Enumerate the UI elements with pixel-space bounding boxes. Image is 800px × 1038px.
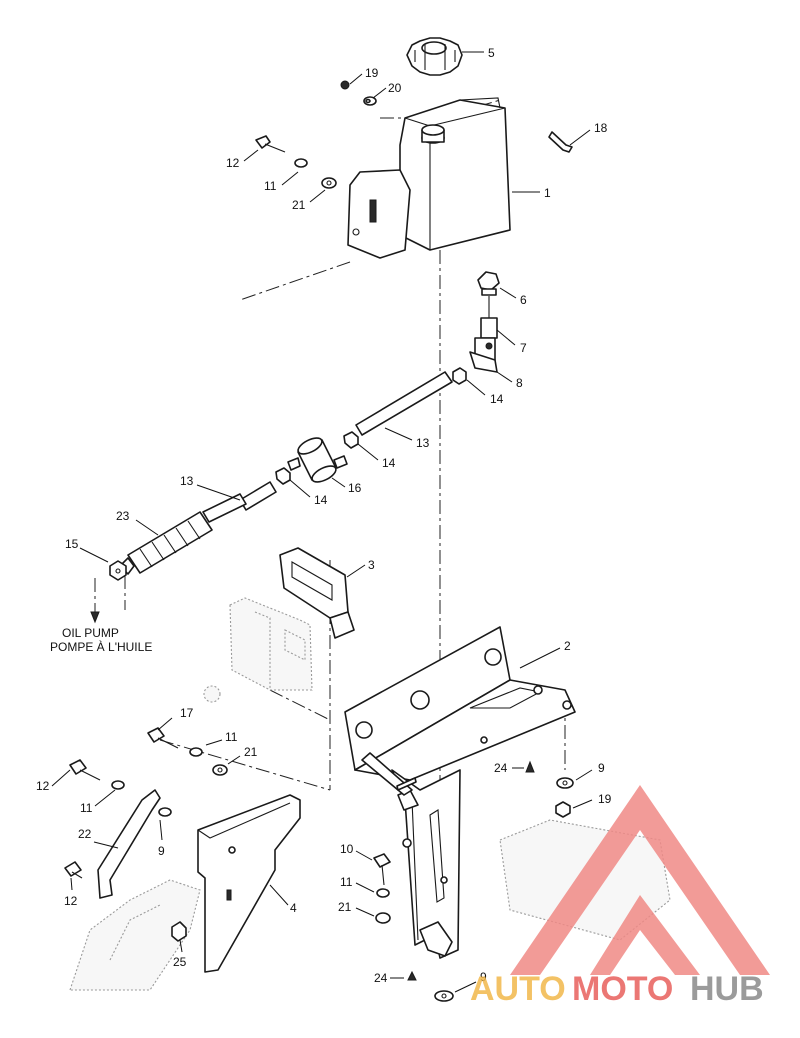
engine-mount-ghost bbox=[69, 597, 671, 991]
callout-11: 11 bbox=[225, 730, 238, 744]
callout-9: 9 bbox=[598, 761, 605, 775]
callout-21: 21 bbox=[338, 900, 352, 914]
protective-sleeve bbox=[109, 511, 213, 581]
callout-13: 13 bbox=[416, 436, 430, 450]
leader-lines bbox=[51, 51, 593, 993]
watermark-moto: MOTO bbox=[572, 970, 673, 1008]
outlet-fitting bbox=[452, 271, 500, 385]
callout-16: 16 bbox=[348, 481, 362, 495]
inline-filter bbox=[275, 431, 359, 485]
callout-12: 12 bbox=[36, 779, 50, 793]
callout-5: 5 bbox=[488, 46, 495, 60]
callout-15: 15 bbox=[65, 537, 79, 551]
callout-14: 14 bbox=[314, 493, 328, 507]
watermark-auto: AUTO bbox=[470, 970, 566, 1008]
callout-24: 24 bbox=[494, 761, 508, 775]
callout-11: 11 bbox=[264, 179, 277, 193]
upper-bracket bbox=[279, 547, 355, 639]
main-bracket bbox=[344, 626, 576, 959]
side-plate bbox=[197, 794, 301, 973]
watermark-triangle-icon bbox=[510, 785, 770, 975]
callout-12: 12 bbox=[226, 156, 240, 170]
callout-21: 21 bbox=[292, 198, 306, 212]
callout-4: 4 bbox=[290, 901, 297, 915]
callout-13: 13 bbox=[180, 474, 194, 488]
callout-23: 23 bbox=[116, 509, 130, 523]
callout-1: 1 bbox=[544, 186, 551, 200]
callout-14: 14 bbox=[490, 392, 504, 406]
callout-11: 11 bbox=[340, 875, 353, 889]
oil-pump-arrow bbox=[90, 578, 100, 624]
hoses bbox=[202, 371, 453, 523]
callout-25: 25 bbox=[173, 955, 187, 969]
callout-20: 20 bbox=[388, 81, 402, 95]
lower-hardware bbox=[64, 727, 574, 1002]
callout-21: 21 bbox=[244, 745, 258, 759]
callout-10: 10 bbox=[340, 842, 354, 856]
watermark-hub: HUB bbox=[690, 970, 764, 1008]
tank-hardware bbox=[255, 80, 573, 189]
callout-9: 9 bbox=[480, 970, 487, 984]
callout-19: 19 bbox=[598, 792, 612, 806]
callout-3: 3 bbox=[368, 558, 375, 572]
callout-7: 7 bbox=[520, 341, 527, 355]
callout-11: 11 bbox=[80, 801, 93, 815]
callout-22: 22 bbox=[78, 827, 92, 841]
callout-6: 6 bbox=[520, 293, 527, 307]
callout-12: 12 bbox=[64, 894, 78, 908]
support-strap bbox=[97, 789, 172, 899]
oil-pump-note: OIL PUMP POMPE À L'HUILE bbox=[50, 626, 152, 654]
callout-8: 8 bbox=[516, 376, 523, 390]
oil-pump-label-en: OIL PUMP bbox=[62, 626, 119, 640]
callout-18: 18 bbox=[594, 121, 608, 135]
oil-pump-label-fr: POMPE À L'HUILE bbox=[50, 639, 152, 654]
filler-cap bbox=[406, 37, 463, 76]
oil-tank bbox=[347, 97, 511, 259]
callout-19: 19 bbox=[365, 66, 379, 80]
callout-14: 14 bbox=[382, 456, 396, 470]
watermark-logo: AUTO MOTO HUB bbox=[470, 785, 770, 1008]
callout-9: 9 bbox=[158, 844, 165, 858]
callout-17: 17 bbox=[180, 706, 194, 720]
callout-labels: 5 19 20 18 12 11 21 1 6 7 8 14 13 14 16 … bbox=[36, 46, 612, 985]
callout-24: 24 bbox=[374, 971, 388, 985]
callout-2: 2 bbox=[564, 639, 571, 653]
